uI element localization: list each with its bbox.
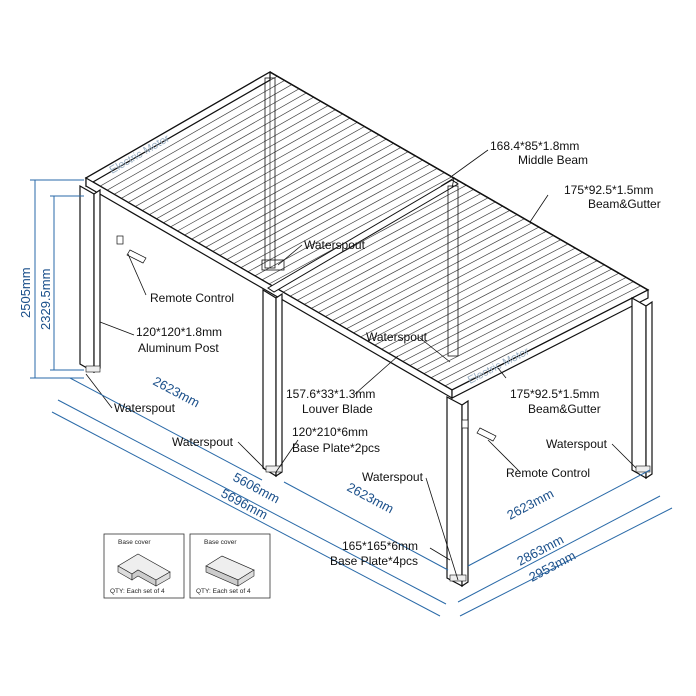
louver-blade [423, 272, 620, 375]
waterspout-inner-label: Waterspout [304, 238, 366, 252]
louver-blade [388, 251, 583, 354]
louver-blade [374, 243, 569, 346]
louver-blade [402, 260, 598, 362]
callouts: 168.4*85*1.8mm Middle Beam 175*92.5*1.5m… [114, 139, 661, 568]
inset-right-title: Base cover [204, 539, 237, 546]
inset-left-qty: QTY: Each set of 4 [110, 588, 165, 595]
louver-blade [226, 155, 416, 260]
louver-blade [332, 218, 525, 322]
remote-control-icon [116, 235, 147, 264]
louver-blade [163, 117, 351, 224]
inset-right-qty: QTY: Each set of 4 [196, 588, 251, 595]
louver-blades [92, 75, 641, 387]
motor-label: Electric Motor [108, 132, 173, 176]
louver-blade [170, 122, 358, 228]
louver-blade [247, 168, 438, 273]
back-posts [261, 77, 459, 357]
height-total: 2505mm [18, 267, 33, 318]
base-plate-mid-label: Base Plate*2pcs [292, 441, 380, 455]
middle-beam-size: 168.4*85*1.8mm [490, 139, 579, 153]
waterspout-right-label: Waterspout [546, 437, 608, 451]
louver-blade [367, 239, 561, 342]
louver-blade [135, 101, 322, 207]
motor-label: Electric Motor [466, 345, 532, 386]
middle-beam-label: Middle Beam [518, 153, 588, 167]
post-left [79, 184, 95, 374]
remote-control-left-label: Remote Control [150, 291, 234, 305]
inset-left-title: Base cover [118, 539, 151, 546]
louver-blade [191, 134, 380, 240]
waterspout-center-label: Waterspout [366, 330, 428, 344]
inset-base-cover-corner: Base cover QTY: Each set of 4 [103, 533, 185, 599]
louver-blade [360, 235, 554, 338]
roof-frame [84, 70, 650, 400]
louver-blade [219, 151, 409, 256]
waterspout-front-label: Waterspout [362, 470, 424, 484]
louver-blade [346, 226, 540, 330]
base-plate-corner-size: 165*165*6mm [342, 539, 418, 553]
post-size: 120*120*1.8mm [136, 325, 222, 339]
louver-blade [416, 268, 612, 370]
louver-blade [318, 210, 511, 313]
width-segment: 2623mm [504, 486, 556, 523]
louver-blade [156, 113, 343, 220]
louver-blade [149, 109, 336, 215]
louver-blade [198, 138, 387, 244]
beam-gutter-top-label: Beam&Gutter [588, 197, 661, 211]
louver-label: Louver Blade [302, 402, 373, 416]
louver-blade [205, 142, 394, 248]
louver-blade [289, 193, 481, 297]
louver-blade [240, 163, 431, 268]
louver-blade [212, 147, 402, 252]
louver-blade [282, 189, 474, 293]
post-label: Aluminum Post [138, 341, 219, 355]
louver-blade [325, 214, 518, 317]
post-middle [262, 288, 277, 478]
louver-blade [409, 264, 605, 366]
louver-size: 157.6*33*1.3mm [286, 387, 375, 401]
waterspout-left-label: Waterspout [114, 401, 176, 415]
beam-gutter-right-label: Beam&Gutter [528, 402, 601, 416]
louver-blade [437, 281, 634, 383]
louver-blade [254, 172, 445, 277]
louver-blade [311, 205, 503, 309]
louver-blade [121, 92, 307, 199]
louver-blade [113, 88, 300, 195]
louver-blade [142, 105, 329, 211]
dimension-lines [30, 179, 673, 617]
post-right [631, 296, 647, 480]
louver-blade [353, 230, 547, 334]
louver-blade [184, 130, 372, 236]
beam-gutter-right-size: 175*92.5*1.5mm [510, 387, 599, 401]
louver-blade [128, 96, 314, 203]
waterspout-mid-label: Waterspout [172, 435, 234, 449]
remote-control-right-label: Remote Control [506, 466, 590, 480]
base-plate-mid-size: 120*210*6mm [292, 425, 368, 439]
louver-blade [261, 176, 452, 281]
length-segment-front: 2623mm [345, 479, 397, 516]
base-plate-corner-label: Base Plate*4pcs [330, 554, 418, 568]
louver-blade [430, 277, 627, 379]
louver-blade [296, 197, 489, 301]
louver-blade [106, 84, 292, 191]
louver-blade [99, 80, 285, 187]
louver-blade [381, 247, 576, 350]
louver-blade [177, 126, 365, 232]
remote-control-icon [461, 419, 497, 442]
beam-gutter-top-size: 175*92.5*1.5mm [564, 183, 653, 197]
louver-blade [395, 256, 591, 358]
inset-base-cover-straight: Base cover QTY: Each set of 4 [189, 533, 271, 599]
louver-blade [304, 201, 496, 305]
louver-blade [444, 285, 641, 387]
front-posts [79, 184, 653, 588]
post-front-corner [446, 396, 463, 587]
louver-blade [339, 222, 532, 326]
right-beam-gutter [451, 289, 649, 399]
height-clear: 2329.5mm [38, 269, 53, 330]
leader-lines [85, 149, 637, 581]
middle-beam [267, 179, 459, 293]
